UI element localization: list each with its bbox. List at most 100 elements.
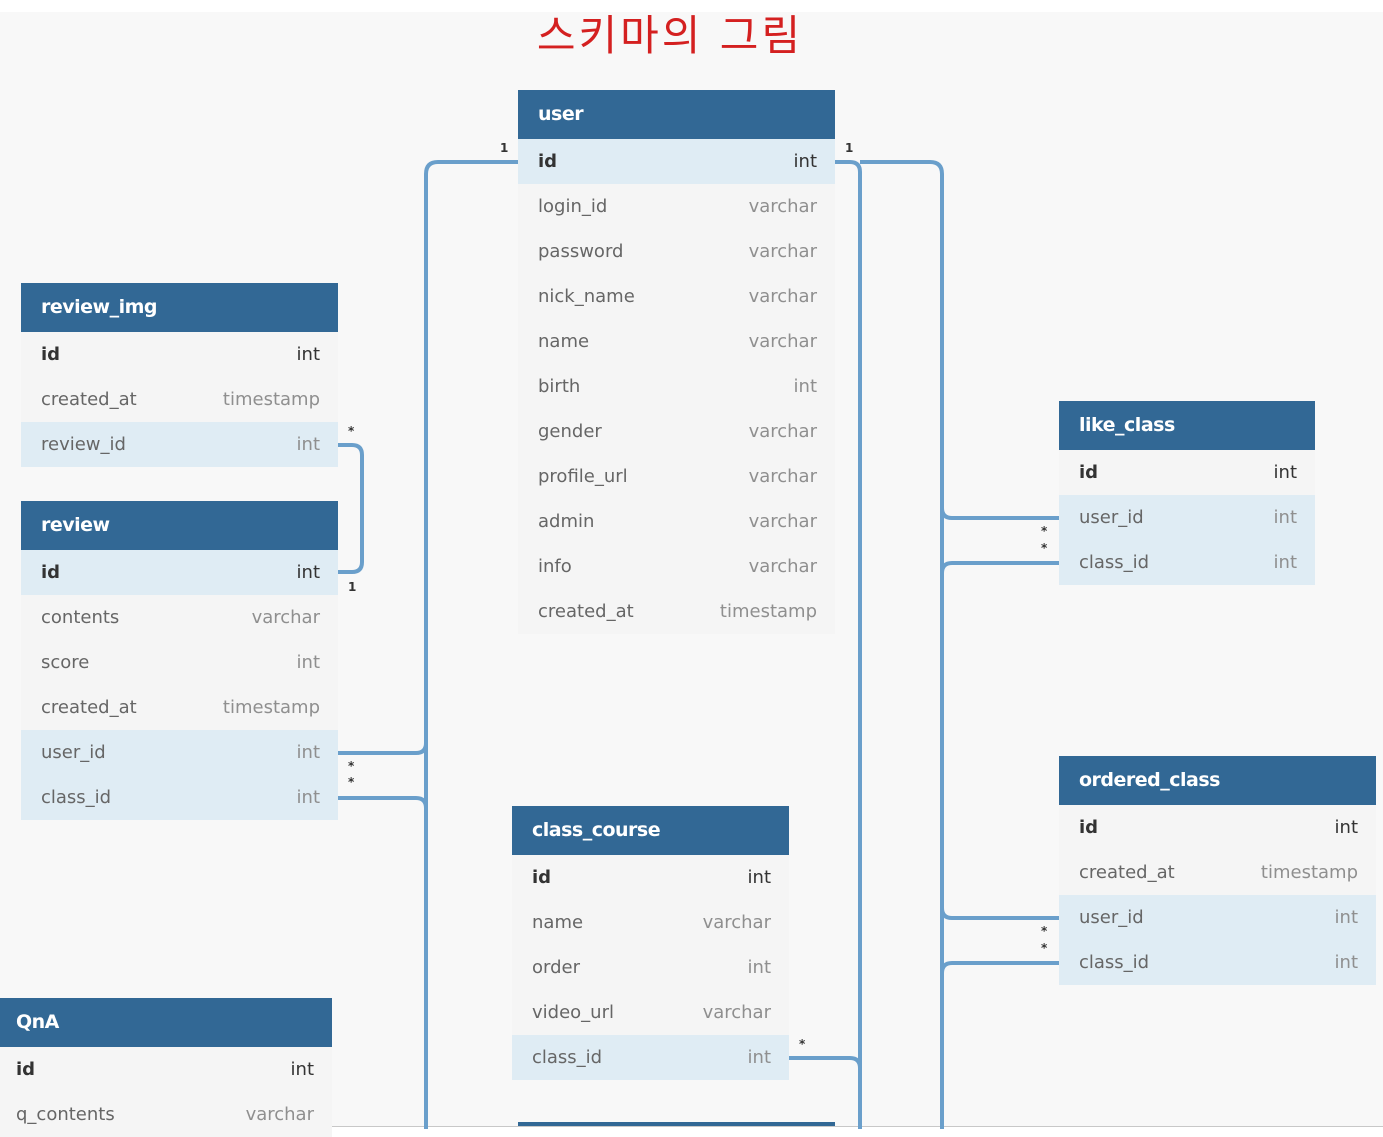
table-header[interactable]: like_class bbox=[1059, 401, 1315, 450]
table-header[interactable]: user bbox=[518, 90, 835, 139]
field-name: q_contents bbox=[16, 1104, 115, 1125]
field-row[interactable]: login_id varchar bbox=[518, 184, 835, 229]
cardinality-review-class: * bbox=[348, 775, 355, 789]
table-header[interactable]: QnA bbox=[0, 998, 332, 1047]
field-name: contents bbox=[41, 607, 120, 628]
field-type: timestamp bbox=[1260, 862, 1358, 883]
field-type: int bbox=[296, 434, 320, 455]
field-name: class_id bbox=[41, 787, 112, 808]
field-name: review_id bbox=[41, 434, 126, 455]
field-row[interactable]: info varchar bbox=[518, 544, 835, 589]
field-name: video_url bbox=[532, 1002, 614, 1023]
link-ordered-class bbox=[940, 961, 1059, 974]
field-type: int bbox=[1334, 817, 1358, 838]
field-name: created_at bbox=[1079, 862, 1175, 883]
field-type: int bbox=[1273, 507, 1297, 528]
field-row[interactable]: review_id int bbox=[21, 422, 338, 467]
cardinality-reviewimg-review: * bbox=[348, 424, 355, 438]
link-reviewimg-review bbox=[338, 443, 364, 574]
field-name: user_id bbox=[1079, 907, 1144, 928]
link-user-right-outer bbox=[860, 160, 944, 1129]
table-header[interactable]: review bbox=[21, 501, 338, 550]
link-user-right-inner bbox=[835, 160, 862, 1129]
field-type: varchar bbox=[748, 196, 817, 217]
table-header[interactable]: ordered_class bbox=[1059, 756, 1376, 805]
field-name: user_id bbox=[41, 742, 106, 763]
field-type: int bbox=[1273, 462, 1297, 483]
field-row[interactable]: created_at timestamp bbox=[21, 377, 338, 422]
field-type: int bbox=[747, 1047, 771, 1068]
field-type: timestamp bbox=[222, 389, 320, 410]
field-name: created_at bbox=[41, 389, 137, 410]
field-type: varchar bbox=[748, 556, 817, 577]
field-row[interactable]: order int bbox=[512, 945, 789, 990]
table-header[interactable]: review_img bbox=[21, 283, 338, 332]
field-name: order bbox=[532, 957, 580, 978]
field-row[interactable]: class_id int bbox=[21, 775, 338, 820]
field-type: varchar bbox=[748, 421, 817, 442]
field-type: int bbox=[290, 1059, 314, 1080]
table-header[interactable]: class_course bbox=[512, 806, 789, 855]
field-name: info bbox=[538, 556, 572, 577]
cardinality-user-right: 1 bbox=[845, 141, 854, 155]
field-name: gender bbox=[538, 421, 602, 442]
field-name: score bbox=[41, 652, 90, 673]
field-name: login_id bbox=[538, 196, 608, 217]
field-name: nick_name bbox=[538, 286, 635, 307]
cardinality-user-left: 1 bbox=[500, 141, 509, 155]
field-name: id bbox=[532, 867, 552, 888]
field-name: class_id bbox=[1079, 552, 1150, 573]
field-type: int bbox=[296, 787, 320, 808]
next-table-header-stub bbox=[518, 1122, 835, 1126]
field-type: varchar bbox=[748, 511, 817, 532]
field-name: class_id bbox=[532, 1047, 603, 1068]
field-name: profile_url bbox=[538, 466, 628, 487]
field-type: int bbox=[747, 957, 771, 978]
cardinality-ordered-class: * bbox=[1041, 941, 1048, 955]
field-row[interactable]: class_id int bbox=[1059, 540, 1315, 585]
field-type: timestamp bbox=[222, 697, 320, 718]
field-type: varchar bbox=[702, 912, 771, 933]
field-name: id bbox=[41, 344, 61, 365]
field-row[interactable]: class_id int bbox=[512, 1035, 789, 1080]
field-type: int bbox=[1273, 552, 1297, 573]
field-type: int bbox=[793, 151, 817, 172]
field-row[interactable]: created_at timestamp bbox=[1059, 850, 1376, 895]
link-ordered-user bbox=[940, 907, 1059, 920]
link-user-left-trunk bbox=[424, 160, 518, 1129]
field-row[interactable]: gender varchar bbox=[518, 409, 835, 454]
field-name: id bbox=[41, 562, 61, 583]
